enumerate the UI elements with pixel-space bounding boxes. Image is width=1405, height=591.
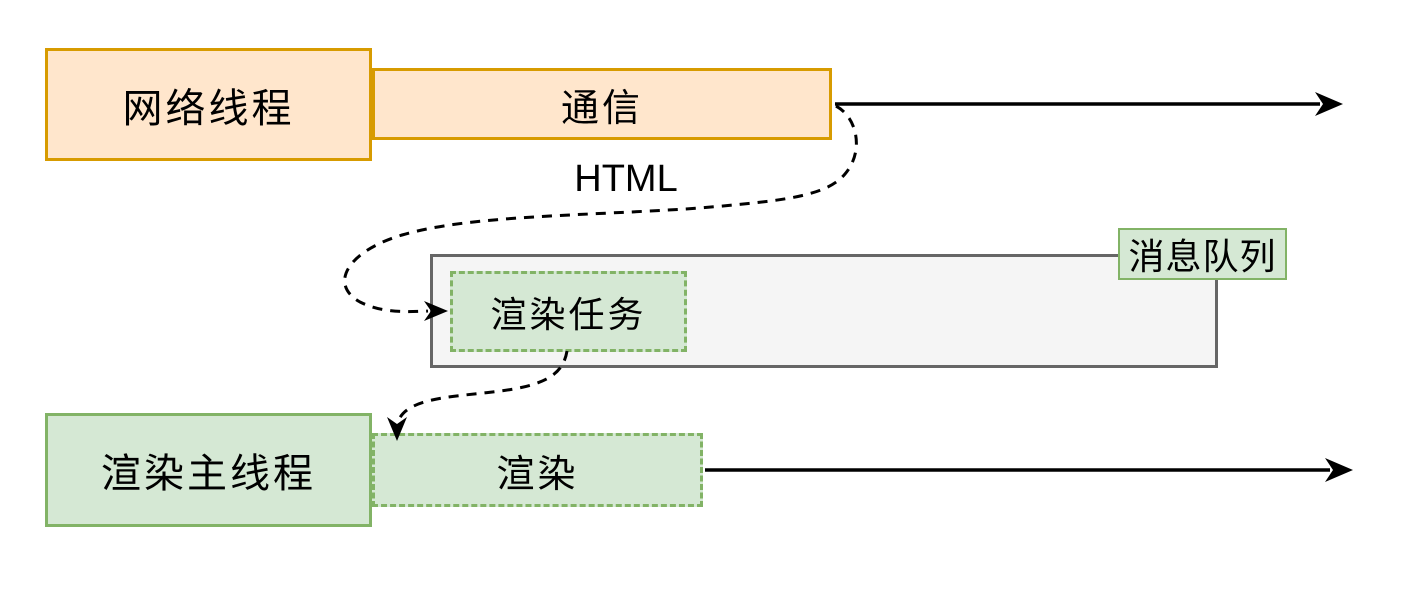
- render-label: 渲染: [496, 453, 579, 496]
- communication-label: 通信: [560, 87, 643, 130]
- message-queue-tag: 消息队列: [1118, 228, 1287, 280]
- network-thread-box: 网络线程: [45, 48, 372, 161]
- message-queue-label: 消息队列: [1128, 236, 1277, 277]
- render-task-box: 渲染任务: [450, 271, 687, 352]
- render-timeline-arrowhead-icon: [1325, 458, 1353, 482]
- render-main-thread-label: 渲染主线程: [101, 452, 316, 496]
- render-task-label: 渲染任务: [490, 293, 647, 335]
- network-thread-label: 网络线程: [122, 86, 295, 131]
- render-box: 渲染: [372, 433, 703, 507]
- render-main-thread-box: 渲染主线程: [45, 413, 372, 527]
- html-annotation-label: HTML: [574, 158, 678, 200]
- communication-box: 通信: [372, 68, 832, 140]
- network-timeline-arrowhead-icon: [1315, 92, 1343, 116]
